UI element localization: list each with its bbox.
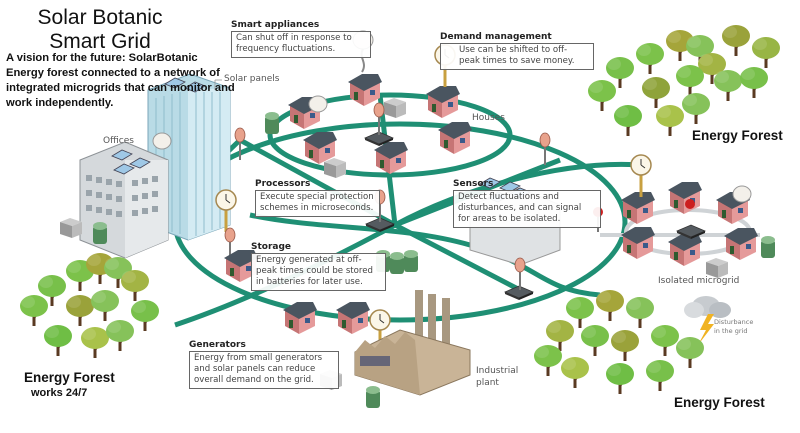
callout-storage: Storage Energy generated at off- peak ti… (251, 242, 386, 291)
callout-line: Detect fluctuations and (458, 192, 559, 202)
callout-generators: Generators Energy from small generators … (189, 340, 339, 389)
callout-title: Generators (189, 340, 246, 350)
smart-plug-house (308, 95, 328, 113)
callout-title: Sensors (453, 179, 494, 189)
callout-line: peak times to save money. (459, 56, 575, 66)
title-line-1: Solar Botanic (37, 6, 163, 29)
callout-line: in batteries for later use. (256, 277, 363, 287)
forest-label-left: Energy Forest (24, 370, 115, 385)
callout-line: frequency fluctuations. (236, 44, 336, 54)
smart-plug-office (152, 132, 172, 150)
label-offices: Offices (103, 136, 134, 146)
callout-line: Energy from small generators (194, 353, 323, 363)
label-disturbance-2: in the grid (714, 327, 748, 335)
forest-label-bottom-right: Energy Forest (674, 395, 765, 410)
forest-sub-left: works 24/7 (31, 387, 88, 399)
callout-line: for areas to be isolated. (458, 214, 561, 224)
label-industrial-plant-2: plant (476, 378, 499, 388)
callout-body: Detect fluctuations and disturbances, an… (453, 190, 601, 228)
label-disturbance-1: Disturbance (714, 318, 754, 326)
callout-line: Execute special protection (260, 192, 374, 202)
callout-line: overall demand on the grid. (194, 375, 314, 385)
callout-body: Execute special protection schemes in mi… (255, 190, 380, 217)
callout-sensors: Sensors Detect fluctuations and disturba… (453, 179, 601, 228)
forest-label-top-right: Energy Forest (692, 128, 783, 143)
forest-left (19, 252, 160, 359)
intro-text: A vision for the future: SolarBotanic En… (6, 52, 235, 109)
label-industrial-plant-1: Industrial (476, 366, 519, 376)
callout-body: Energy from small generators and solar p… (189, 351, 339, 389)
title-line-2: Smart Grid (49, 30, 151, 53)
label-solar-panels: Solar panels (224, 74, 280, 84)
callout-line: schemes in microseconds. (260, 203, 374, 213)
forest-bottom-right (533, 289, 705, 395)
callout-body: Energy generated at off- peak times coul… (251, 253, 386, 291)
callout-title: Demand management (440, 32, 552, 42)
callout-title: Smart appliances (231, 20, 320, 30)
isolated-microgrid (621, 154, 775, 278)
callout-title: Storage (251, 242, 292, 252)
callout-body: Can shut off in response to frequency fl… (231, 31, 371, 58)
callout-line: peak times could be stored (256, 266, 374, 276)
industrial-plant (320, 290, 471, 408)
label-houses: Houses (472, 113, 505, 123)
callout-line: Energy generated at off- (256, 255, 362, 265)
callout-demand-management: Demand management Use can be shifted to … (440, 32, 594, 70)
callout-line: disturbances, and can signal (458, 203, 582, 213)
callout-body: Use can be shifted to off- peak times to… (440, 43, 594, 70)
callout-smart-appliances: Smart appliances Can shut off in respons… (231, 20, 371, 58)
callout-line: and solar panels can reduce (194, 364, 316, 374)
office-buildings (60, 73, 237, 259)
callout-processors: Processors Execute special protection sc… (255, 179, 380, 217)
label-isolated-microgrid: Isolated microgrid (658, 276, 740, 286)
forest-top-right (587, 24, 781, 137)
callout-line: Can shut off in response to (236, 33, 352, 43)
disturbance-cloud (684, 296, 731, 345)
callout-line: Use can be shifted to off- (459, 45, 568, 55)
callout-title: Processors (255, 179, 311, 189)
